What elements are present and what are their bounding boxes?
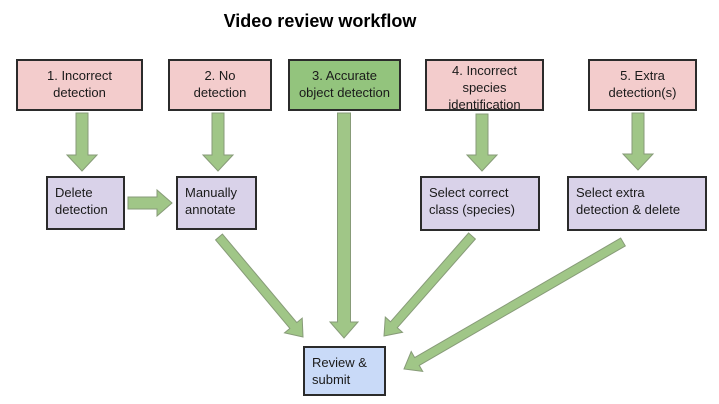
node-review-submit: Review & submit xyxy=(303,346,386,396)
arrow-select-class-to-review-submit xyxy=(383,232,477,337)
arrow-no-detection-to-manually-annotate xyxy=(201,112,235,172)
arrow-incorrect-detection-to-delete xyxy=(65,112,99,172)
node-step4-incorrect-species: 4. Incorrect species identification xyxy=(425,59,544,111)
node-step1-incorrect-detection: 1. Incorrect detection xyxy=(16,59,143,111)
diagram-title: Video review workflow xyxy=(223,11,417,31)
arrow-delete-to-manually-annotate xyxy=(127,188,173,218)
node-manually-annotate: Manually annotate xyxy=(176,176,257,230)
arrow-manually-annotate-to-review-submit xyxy=(214,233,304,338)
arrow-extra-detection-to-select-extra xyxy=(621,112,655,171)
node-step2-no-detection: 2. No detection xyxy=(168,59,272,111)
arrow-select-extra-to-review-submit xyxy=(403,237,626,373)
node-select-correct-class: Select correct class (species) xyxy=(420,176,540,231)
node-select-extra-detection: Select extra detection & delete xyxy=(567,176,707,231)
node-step5-extra-detections: 5. Extra detection(s) xyxy=(588,59,697,111)
arrow-accurate-detection-to-review-submit xyxy=(328,112,360,339)
node-step3-accurate-detection: 3. Accurate object detection xyxy=(288,59,401,111)
arrow-incorrect-species-to-select-class xyxy=(465,113,499,172)
node-delete-detection: Delete detection xyxy=(46,176,125,230)
